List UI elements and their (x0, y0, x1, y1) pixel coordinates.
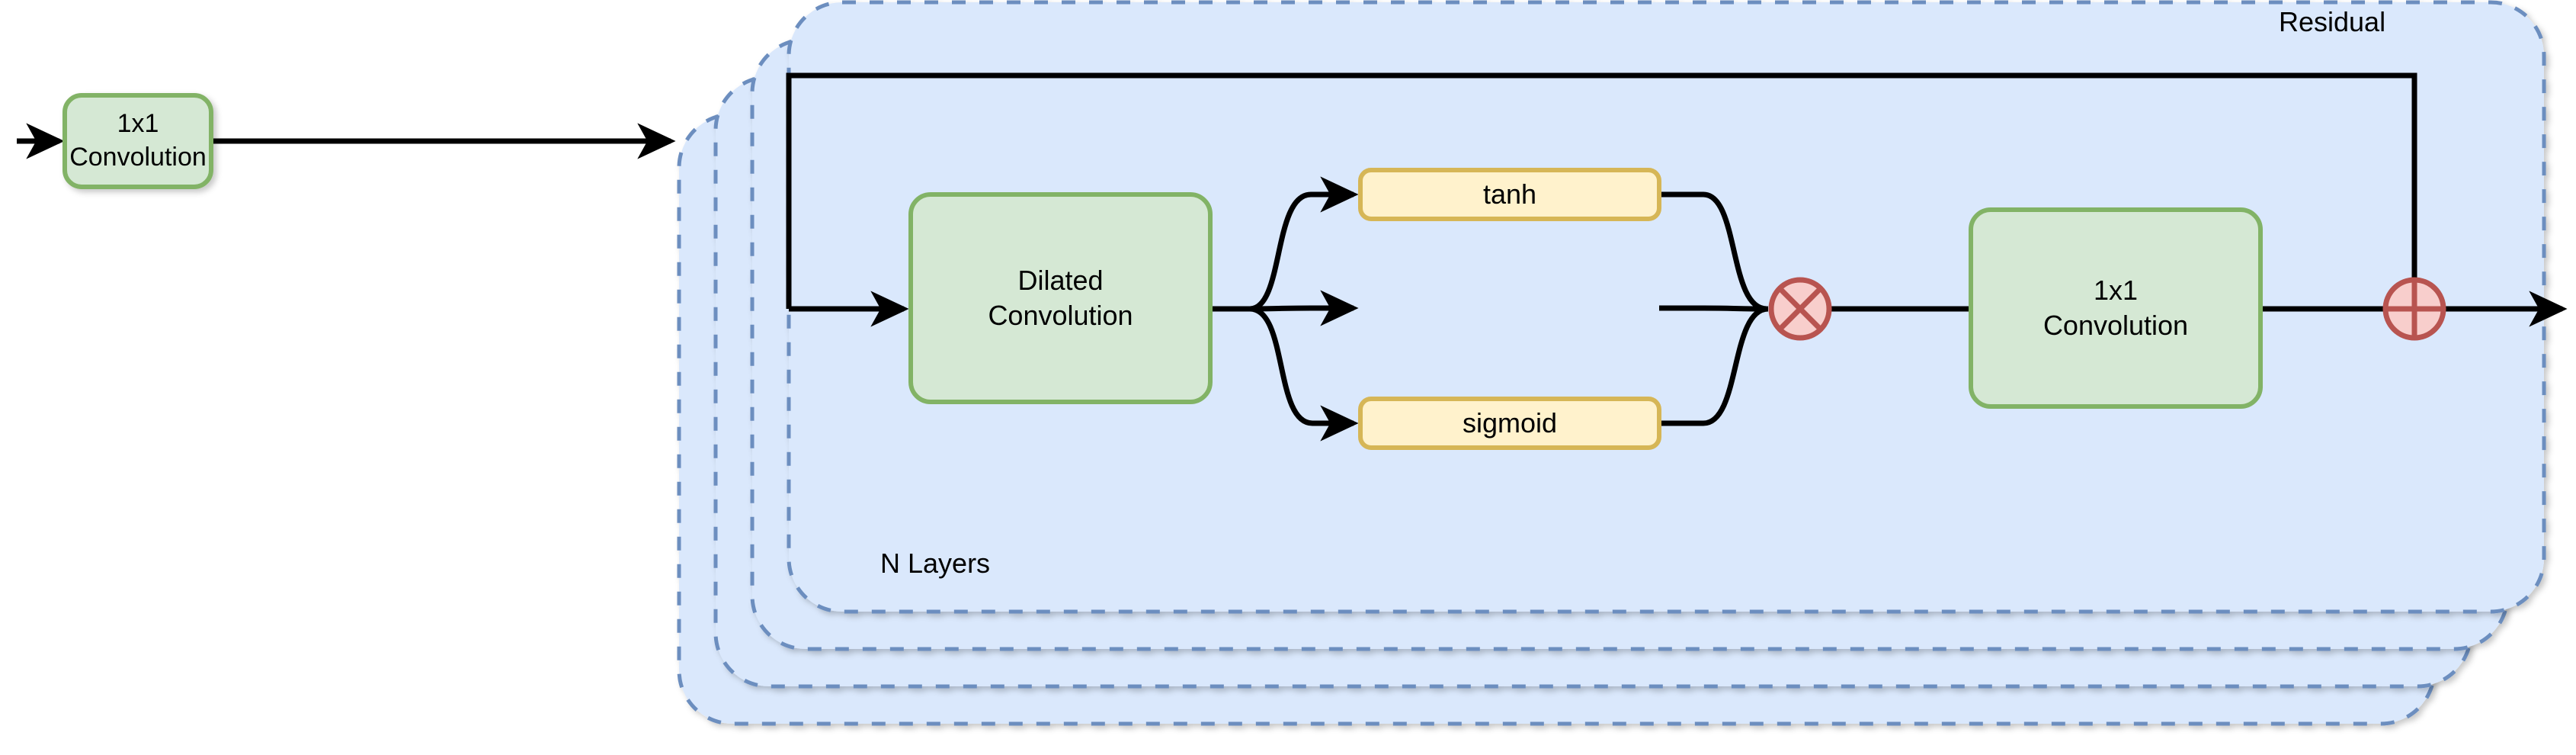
output-conv-box[interactable] (1969, 207, 2263, 409)
edge-sigmoid-to-multiply (1659, 305, 1767, 312)
residual-edge-label: Residual (2279, 6, 2386, 37)
input-conv-box[interactable] (62, 93, 213, 189)
edge-sigmoid-join-up (1659, 306, 1769, 426)
dilated-conv-box[interactable] (908, 192, 1213, 404)
tanh-box[interactable] (1358, 168, 1661, 221)
edge-tanh-to-multiply (1659, 191, 1767, 312)
add-node[interactable] (2382, 277, 2446, 341)
n-layers-label: N Layers (880, 548, 991, 579)
multiply-node[interactable] (1768, 277, 1832, 341)
multiply-cross-icon-2 (1777, 286, 1823, 332)
edge-residual-skip (786, 72, 2417, 309)
edge-dilated-conv-split-down (1249, 306, 1359, 442)
sigmoid-box[interactable] (1358, 397, 1661, 450)
edge-dilated-conv-to-sigmoid (1210, 290, 1359, 326)
